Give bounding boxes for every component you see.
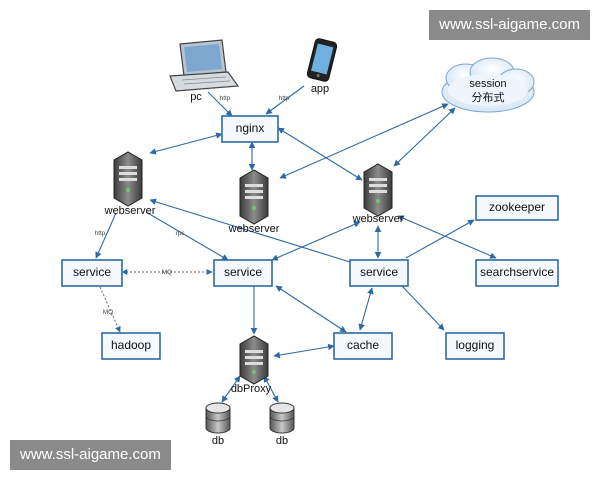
logging-node[interactable]: logging: [445, 332, 505, 360]
service-mid-label: service: [224, 265, 262, 279]
edge-label-mq-services: MQ: [162, 269, 172, 276]
session-label: session: [469, 78, 506, 90]
edge-dbproxy-db-right: [263, 375, 279, 403]
edge-label-pc-http: http: [220, 95, 231, 102]
dbproxy-label: dbProxy: [231, 383, 272, 395]
app-label: app: [311, 83, 329, 95]
pc-label: pc: [190, 91, 202, 103]
edge-session-webserver-mid: [279, 103, 449, 179]
service-right-label: service: [360, 265, 398, 279]
service-left-label: service: [73, 265, 111, 279]
edge-webserver-right-searchservice: [397, 215, 497, 259]
session-cloud: session 分布式: [441, 57, 535, 113]
cache-node[interactable]: cache: [333, 332, 393, 360]
cloud-icon: [441, 57, 535, 113]
edge-service-left-hadoop: [99, 286, 121, 333]
edge-label-http: http: [95, 230, 106, 237]
zookeeper-node[interactable]: zookeeper: [475, 195, 559, 221]
webserver-left-label: webserver: [104, 205, 156, 217]
searchservice-label: searchservice: [480, 265, 554, 279]
webserver-right-node[interactable]: webserver: [352, 163, 404, 225]
hadoop-node[interactable]: hadoop: [101, 332, 161, 360]
edge-service-mid-cache: [275, 285, 347, 333]
edges: [95, 85, 497, 403]
server-icon: [239, 169, 269, 225]
service-right-node[interactable]: service: [349, 259, 409, 287]
edge-service-right-logging: [401, 285, 445, 331]
server-icon: [113, 151, 143, 207]
service-mid-node[interactable]: service: [213, 259, 273, 287]
logging-label: logging: [456, 338, 495, 352]
hadoop-label: hadoop: [111, 338, 151, 352]
edge-nginx-webserver-left: [149, 132, 223, 155]
db-right-label: db: [276, 435, 288, 447]
nginx-label: nginx: [236, 121, 265, 135]
webserver-mid-label: webserver: [228, 223, 280, 235]
server-icon: [239, 335, 269, 385]
laptop-icon: [169, 39, 240, 92]
searchservice-node[interactable]: searchservice: [475, 259, 559, 287]
edge-label-rpc: rpc: [175, 230, 185, 237]
edge-webserver-left-service-mid: [145, 211, 229, 261]
webserver-mid-node[interactable]: webserver: [228, 169, 280, 235]
db-left-label: db: [212, 435, 224, 447]
session-sublabel: 分布式: [472, 91, 505, 104]
db-right-node[interactable]: db: [269, 402, 295, 447]
cache-label: cache: [347, 338, 379, 352]
edge-labels: http http http rpc MQ MQ: [95, 95, 290, 316]
edge-label-app-http: http: [279, 95, 290, 102]
edge-dbproxy-db-left: [221, 375, 241, 403]
edge-service-mid-webserver-right: [271, 221, 361, 261]
edge-nginx-webserver-right: [277, 127, 363, 181]
database-icon: [205, 402, 231, 434]
webserver-left-node[interactable]: webserver: [104, 151, 156, 217]
edge-webserver-left-service-left: [95, 212, 117, 259]
phone-icon: [306, 38, 338, 82]
watermark-top: www.ssl-aigame.com: [429, 10, 590, 40]
edge-service-right-zookeeper: [405, 219, 475, 259]
zookeeper-label: zookeeper: [489, 200, 545, 214]
database-icon: [269, 402, 295, 434]
edge-pc-nginx: [207, 91, 233, 117]
db-left-node[interactable]: db: [205, 402, 231, 447]
edge-session-webserver-right: [393, 107, 456, 167]
edge-app-nginx: [265, 85, 305, 115]
webserver-right-label: webserver: [352, 213, 404, 225]
server-icon: [363, 163, 393, 217]
edge-service-right-cache: [358, 287, 374, 331]
edge-dbproxy-cache: [273, 343, 335, 359]
nginx-node[interactable]: nginx: [221, 115, 279, 143]
service-left-node[interactable]: service: [61, 259, 123, 287]
watermark-bottom: www.ssl-aigame.com: [10, 440, 171, 470]
edge-label-mq-hadoop: MQ: [103, 309, 113, 316]
dbproxy-node[interactable]: dbProxy: [231, 335, 272, 395]
